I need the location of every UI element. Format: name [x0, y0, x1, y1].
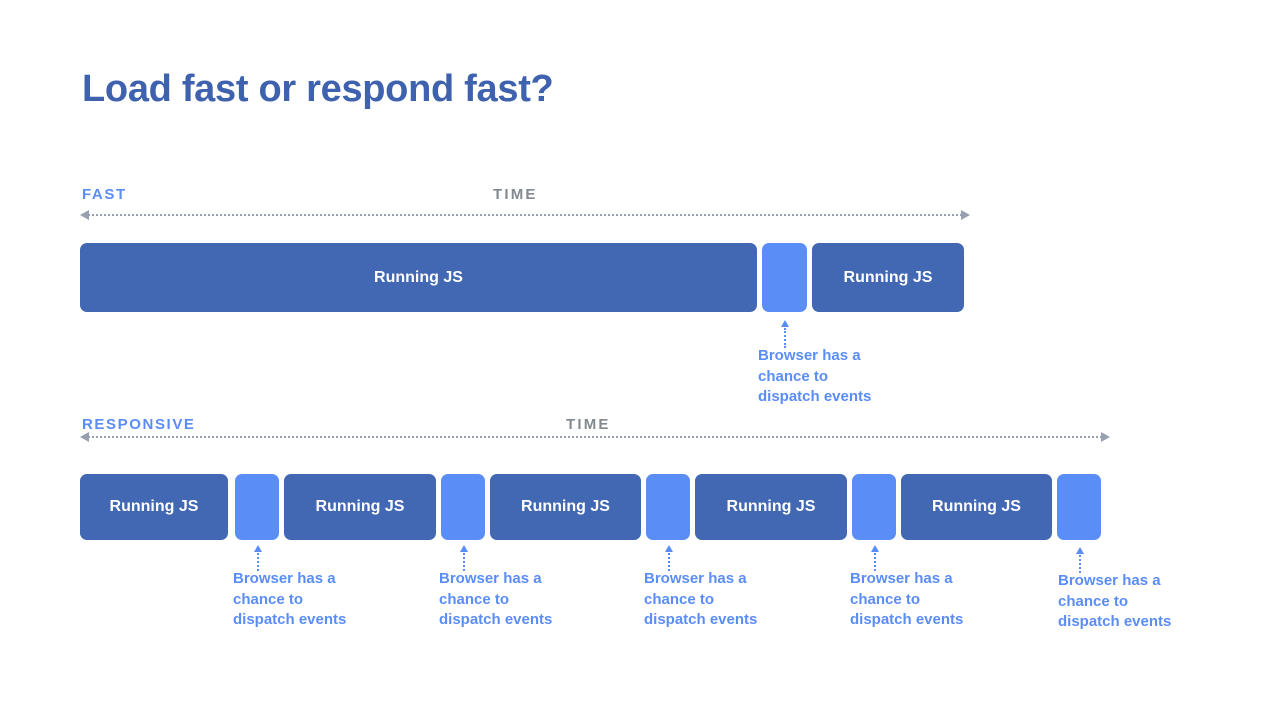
annotation-line: dispatch events: [850, 611, 964, 628]
page-title: Load fast or respond fast?: [82, 68, 554, 110]
annotation-stem: [874, 553, 876, 571]
annotation-line: chance to: [850, 590, 921, 608]
annotation-text: Browser has a chance to dispatch events: [758, 346, 871, 408]
annotation-stem: [1079, 555, 1081, 573]
block-label: Running JS: [521, 498, 610, 515]
annotation-stem: [668, 553, 670, 571]
timeline-block-gap[interactable]: [852, 474, 896, 540]
timeline-block-gap[interactable]: [762, 243, 807, 312]
annotation-line: Browser has a: [439, 570, 542, 587]
annotation-line: dispatch events: [758, 388, 872, 405]
annotation-stem: [463, 553, 465, 571]
annotation-arrow-up-icon: [1076, 547, 1084, 554]
time-axis-label-responsive: TIME: [566, 416, 611, 433]
annotation-arrow-up-icon: [665, 545, 673, 552]
timeline-block-gap[interactable]: [441, 474, 485, 540]
block-label: Running JS: [374, 268, 463, 286]
annotation-stem: [257, 553, 259, 571]
timeline-block-gap[interactable]: [235, 474, 279, 540]
annotation-line: chance to: [439, 590, 510, 608]
axis-arrow-right-icon: [1101, 432, 1110, 442]
annotation-text: Browser has a chance to dispatch events: [233, 569, 346, 631]
time-axis-label-fast: TIME: [493, 186, 538, 203]
timeline-block-running-js[interactable]: Running JS: [80, 243, 757, 312]
annotation-arrow-up-icon: [781, 320, 789, 327]
timeline-block-running-js[interactable]: Running JS: [284, 474, 436, 540]
annotation-line: dispatch events: [644, 611, 758, 628]
annotation-line: chance to: [1058, 592, 1129, 610]
annotation-arrow-up-icon: [871, 545, 879, 552]
axis-arrow-right-icon: [961, 210, 970, 220]
block-label: Running JS: [726, 498, 816, 515]
block-label: Running JS: [315, 498, 405, 515]
annotation-line: chance to: [758, 367, 829, 385]
axis-dotted-line: [88, 436, 1102, 438]
annotation-line: Browser has a: [1058, 572, 1161, 589]
annotation-line: chance to: [233, 590, 304, 608]
annotation-line: dispatch events: [1058, 613, 1172, 630]
time-axis-responsive: [80, 432, 1110, 442]
annotation-line: dispatch events: [439, 611, 553, 628]
axis-dotted-line: [88, 214, 962, 216]
annotation-text: Browser has a chance to dispatch events: [439, 569, 552, 631]
annotation-line: Browser has a: [233, 570, 336, 587]
block-label: Running JS: [843, 268, 933, 286]
annotation-text: Browser has a chance to dispatch events: [644, 569, 757, 631]
annotation-arrow-up-icon: [254, 545, 262, 552]
timeline-block-gap[interactable]: [1057, 474, 1101, 540]
annotation-text: Browser has a chance to dispatch events: [1058, 571, 1171, 633]
block-label: Running JS: [109, 498, 199, 515]
annotation-stem: [784, 328, 786, 348]
annotation-line: Browser has a: [850, 570, 953, 587]
timeline-block-running-js[interactable]: Running JS: [80, 474, 228, 540]
annotation-text: Browser has a chance to dispatch events: [850, 569, 963, 631]
annotation-arrow-up-icon: [460, 545, 468, 552]
annotation-line: chance to: [644, 590, 715, 608]
block-label: Running JS: [932, 498, 1021, 515]
annotation-line: Browser has a: [644, 570, 747, 587]
timeline-block-gap[interactable]: [646, 474, 690, 540]
time-axis-fast: [80, 210, 970, 220]
timeline-block-running-js[interactable]: Running JS: [812, 243, 964, 312]
axis-arrow-left-icon: [80, 432, 89, 442]
section-label-responsive: RESPONSIVE: [82, 416, 196, 433]
section-label-fast: FAST: [82, 186, 127, 203]
annotation-line: Browser has a: [758, 347, 861, 364]
timeline-block-running-js[interactable]: Running JS: [695, 474, 847, 540]
timeline-block-running-js[interactable]: Running JS: [901, 474, 1052, 540]
timeline-block-running-js[interactable]: Running JS: [490, 474, 641, 540]
annotation-line: dispatch events: [233, 611, 347, 628]
axis-arrow-left-icon: [80, 210, 89, 220]
